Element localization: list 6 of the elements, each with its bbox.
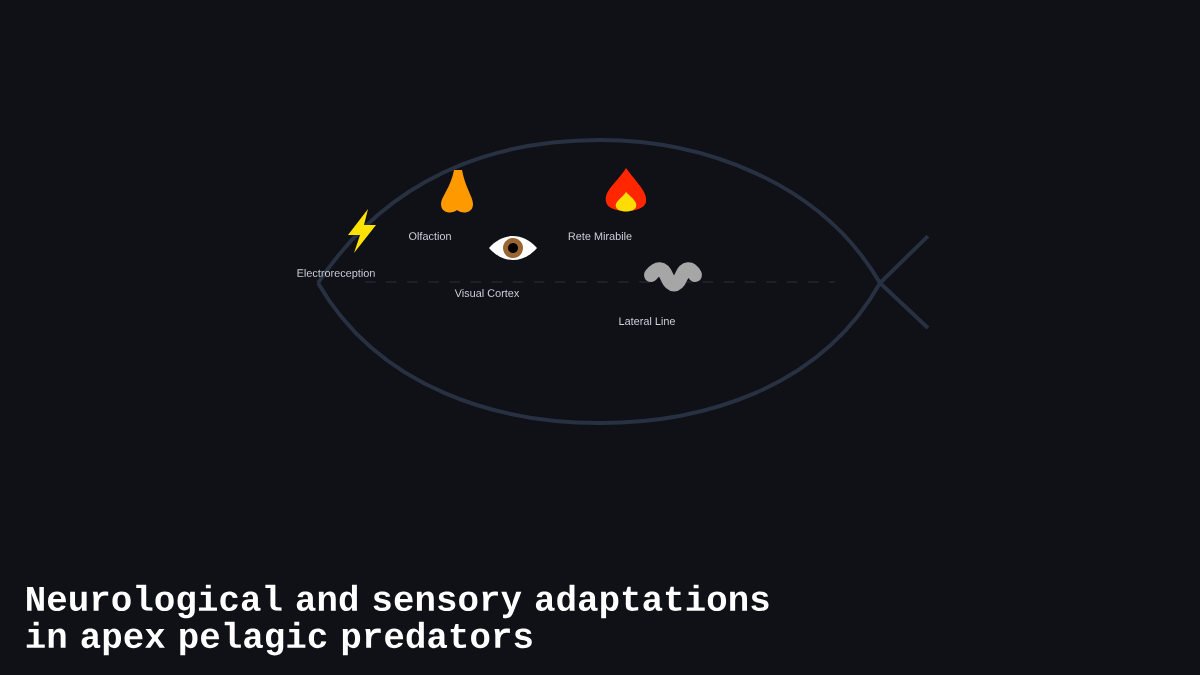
sense-label: Electroreception xyxy=(297,268,375,280)
sense-label: Lateral Line xyxy=(619,317,675,325)
sense-label: Olfaction xyxy=(409,232,451,240)
sense-label: Visual Cortex xyxy=(454,289,520,297)
title: Neurological and sensory adaptations in apex pelagic predators xyxy=(26,584,769,656)
sense-label: Rete Mirabile xyxy=(568,232,632,240)
